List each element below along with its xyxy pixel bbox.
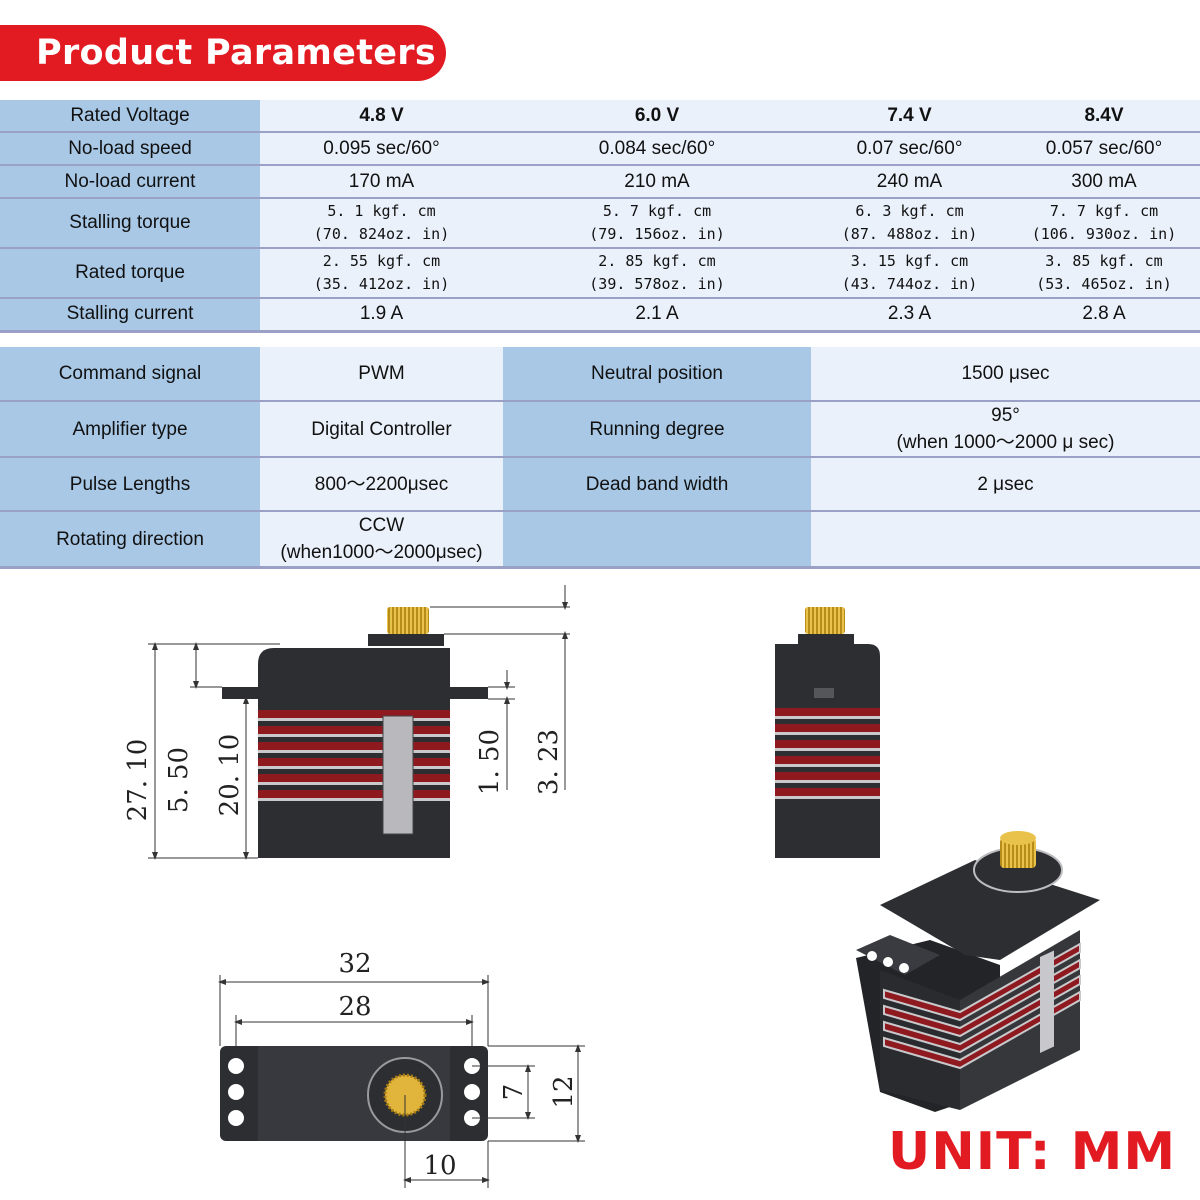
front-dimension-labels: 27. 10 5. 50 20. 10 1. 50 3. 23 [123, 729, 564, 821]
dim-label-32: 32 [338, 949, 371, 979]
dim-label-12: 12 [549, 1075, 579, 1108]
row-label: Stalling current [0, 298, 260, 333]
spec-row-stalling-current: Stalling current 1.9 A 2.1 A 2.3 A 2.8 A [0, 298, 1200, 333]
servo-side-view [775, 607, 880, 858]
dim-label-7: 7 [499, 1084, 529, 1101]
cell-value: 1.9 A [260, 298, 503, 333]
cell-value: CCW(when1000～2000μsec) [260, 511, 503, 569]
cell-value: 95°(when 1000～2000 μ sec) [811, 401, 1200, 458]
cell-value: 3. 85 kgf. cm(53. 465oz. in) [1008, 248, 1200, 299]
unit-label: UNIT: MM [888, 1122, 1177, 1182]
cell-value: PWM [260, 347, 503, 402]
spec-row-rated-voltage: Rated Voltage 4.8 V 6.0 V 7.4 V 8.4V [0, 100, 1200, 133]
row-label: Neutral position [503, 347, 811, 402]
spec-row-noload-speed: No-load speed 0.095 sec/60° 0.084 sec/60… [0, 132, 1200, 166]
row-label: Amplifier type [0, 401, 260, 458]
row-label: Running degree [503, 401, 811, 458]
voltage-header: 4.8 V [260, 100, 503, 133]
empty-cell [811, 511, 1200, 569]
cell-value: 2 μsec [811, 457, 1200, 512]
voltage-header: 6.0 V [503, 100, 811, 133]
row-label: Rotating direction [0, 511, 260, 569]
spec-row-stalling-torque: Stalling torque 5. 1 kgf. cm(70. 824oz. … [0, 198, 1200, 249]
cell-value: 300 mA [1008, 165, 1200, 199]
spec-row-noload-current: No-load current 170 mA 210 mA 240 mA 300… [0, 165, 1200, 199]
cell-value: 2. 55 kgf. cm(35. 412oz. in) [260, 248, 503, 299]
row-label: Rated torque [0, 248, 260, 299]
row-label: Stalling torque [0, 198, 260, 249]
section-banner: Product Parameters [0, 25, 446, 81]
control-row: Amplifier type Digital Controller Runnin… [0, 401, 1200, 458]
heatsink-fins [258, 710, 450, 798]
top-dimension-lines [218, 975, 585, 1188]
cell-value: 2.3 A [811, 298, 1008, 333]
dim-label-20-10: 20. 10 [215, 734, 245, 817]
cell-value: 6. 3 kgf. cm(87. 488oz. in) [811, 198, 1008, 249]
dim-label-27-10: 27. 10 [123, 739, 153, 822]
cell-value: 1500 μsec [811, 347, 1200, 402]
row-label: Rated Voltage [0, 100, 260, 133]
voltage-header: 8.4V [1008, 100, 1200, 133]
dim-label-1-50: 1. 50 [475, 729, 505, 795]
row-label: No-load speed [0, 132, 260, 166]
control-row: Rotating direction CCW(when1000～2000μsec… [0, 511, 1200, 569]
dim-label-5-50: 5. 50 [164, 747, 194, 813]
front-dimension-lines [148, 585, 570, 860]
cell-value: 800～2200μsec [260, 457, 503, 512]
spec-row-rated-torque: Rated torque 2. 55 kgf. cm(35. 412oz. in… [0, 248, 1200, 299]
dim-label-10: 10 [423, 1151, 456, 1181]
voltage-header: 7.4 V [811, 100, 1008, 133]
cell-value: 0.057 sec/60° [1008, 132, 1200, 166]
cell-value: 7. 7 kgf. cm(106. 930oz. in) [1008, 198, 1200, 249]
cell-value: 2. 85 kgf. cm(39. 578oz. in) [503, 248, 811, 299]
cell-value: 170 mA [260, 165, 503, 199]
row-label: Pulse Lengths [0, 457, 260, 512]
servo-top-view [220, 1046, 488, 1141]
servo-3d-view [856, 831, 1100, 1112]
cell-value: 240 mA [811, 165, 1008, 199]
cell-value: 5. 1 kgf. cm(70. 824oz. in) [260, 198, 503, 249]
banner-title: Product Parameters [36, 33, 436, 73]
row-label: Command signal [0, 347, 260, 402]
cell-value: 2.8 A [1008, 298, 1200, 333]
servo-front-view [222, 607, 488, 858]
cell-value: 210 mA [503, 165, 811, 199]
cell-value: 2.1 A [503, 298, 811, 333]
cell-value: 3. 15 kgf. cm(43. 744oz. in) [811, 248, 1008, 299]
cell-value: Digital Controller [260, 401, 503, 458]
cell-value: 0.084 sec/60° [503, 132, 811, 166]
row-label: No-load current [0, 165, 260, 199]
row-label: Dead band width [503, 457, 811, 512]
cell-value: 0.095 sec/60° [260, 132, 503, 166]
dim-label-28: 28 [338, 992, 371, 1022]
dimension-drawing: 27. 10 5. 50 20. 10 1. 50 3. 23 [123, 585, 1100, 1188]
spec-table: Rated Voltage 4.8 V 6.0 V 7.4 V 8.4V No-… [0, 100, 1200, 333]
dim-label-3-23: 3. 23 [534, 729, 564, 795]
cell-value: 5. 7 kgf. cm(79. 156oz. in) [503, 198, 811, 249]
control-row: Pulse Lengths 800～2200μsec Dead band wid… [0, 457, 1200, 512]
control-row: Command signal PWM Neutral position 1500… [0, 347, 1200, 402]
control-table: Command signal PWM Neutral position 1500… [0, 347, 1200, 569]
cell-value: 0.07 sec/60° [811, 132, 1008, 166]
empty-cell [503, 511, 811, 569]
top-dimension-labels: 32 28 7 12 10 [338, 949, 579, 1181]
